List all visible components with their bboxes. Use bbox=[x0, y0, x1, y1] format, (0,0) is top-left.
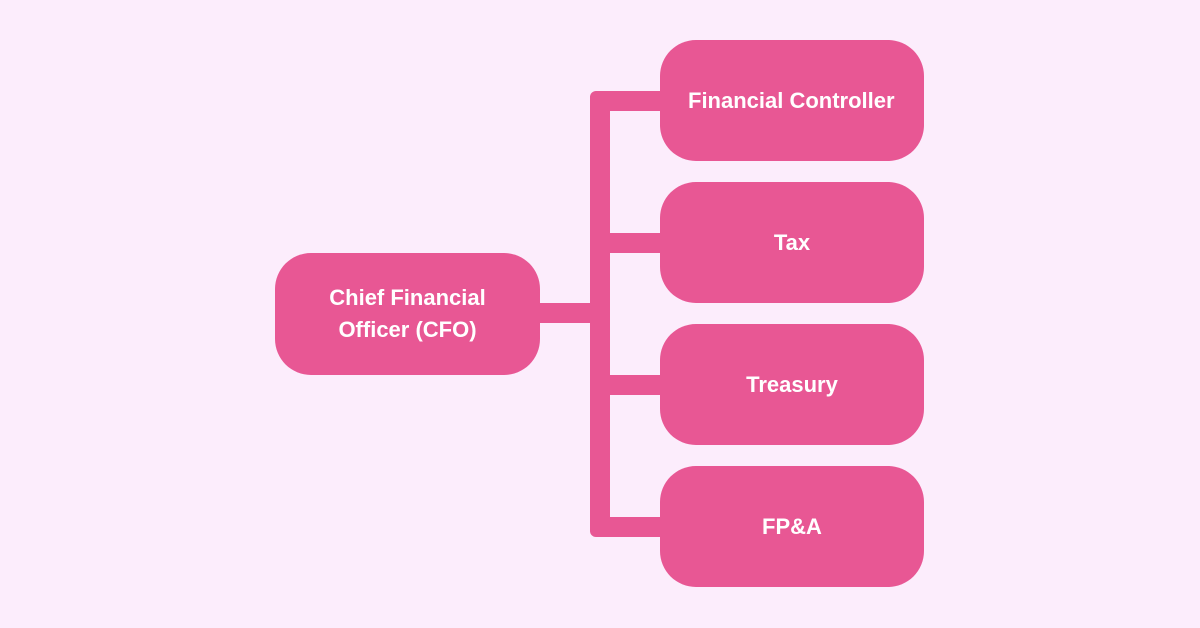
connector-branch-4 bbox=[600, 517, 670, 537]
node-label: Chief Financial Officer (CFO) bbox=[329, 285, 486, 342]
node-treasury: Treasury bbox=[660, 324, 924, 445]
node-label: FP&A bbox=[762, 513, 822, 539]
node-financial-controller: Financial Controller bbox=[660, 40, 924, 161]
node-fpa: FP&A bbox=[660, 466, 924, 587]
node-label: Financial Controller bbox=[688, 87, 895, 113]
connector-root bbox=[535, 303, 605, 323]
node-label: Treasury bbox=[746, 371, 838, 397]
connector-trunk bbox=[590, 91, 610, 537]
node-label: Tax bbox=[773, 229, 811, 255]
node-tax: Tax bbox=[660, 182, 924, 303]
connector-branch-1 bbox=[600, 91, 670, 111]
node-cfo: Chief Financial Officer (CFO) bbox=[275, 253, 540, 375]
connector-branch-2 bbox=[600, 233, 670, 253]
connector-branch-3 bbox=[600, 375, 670, 395]
